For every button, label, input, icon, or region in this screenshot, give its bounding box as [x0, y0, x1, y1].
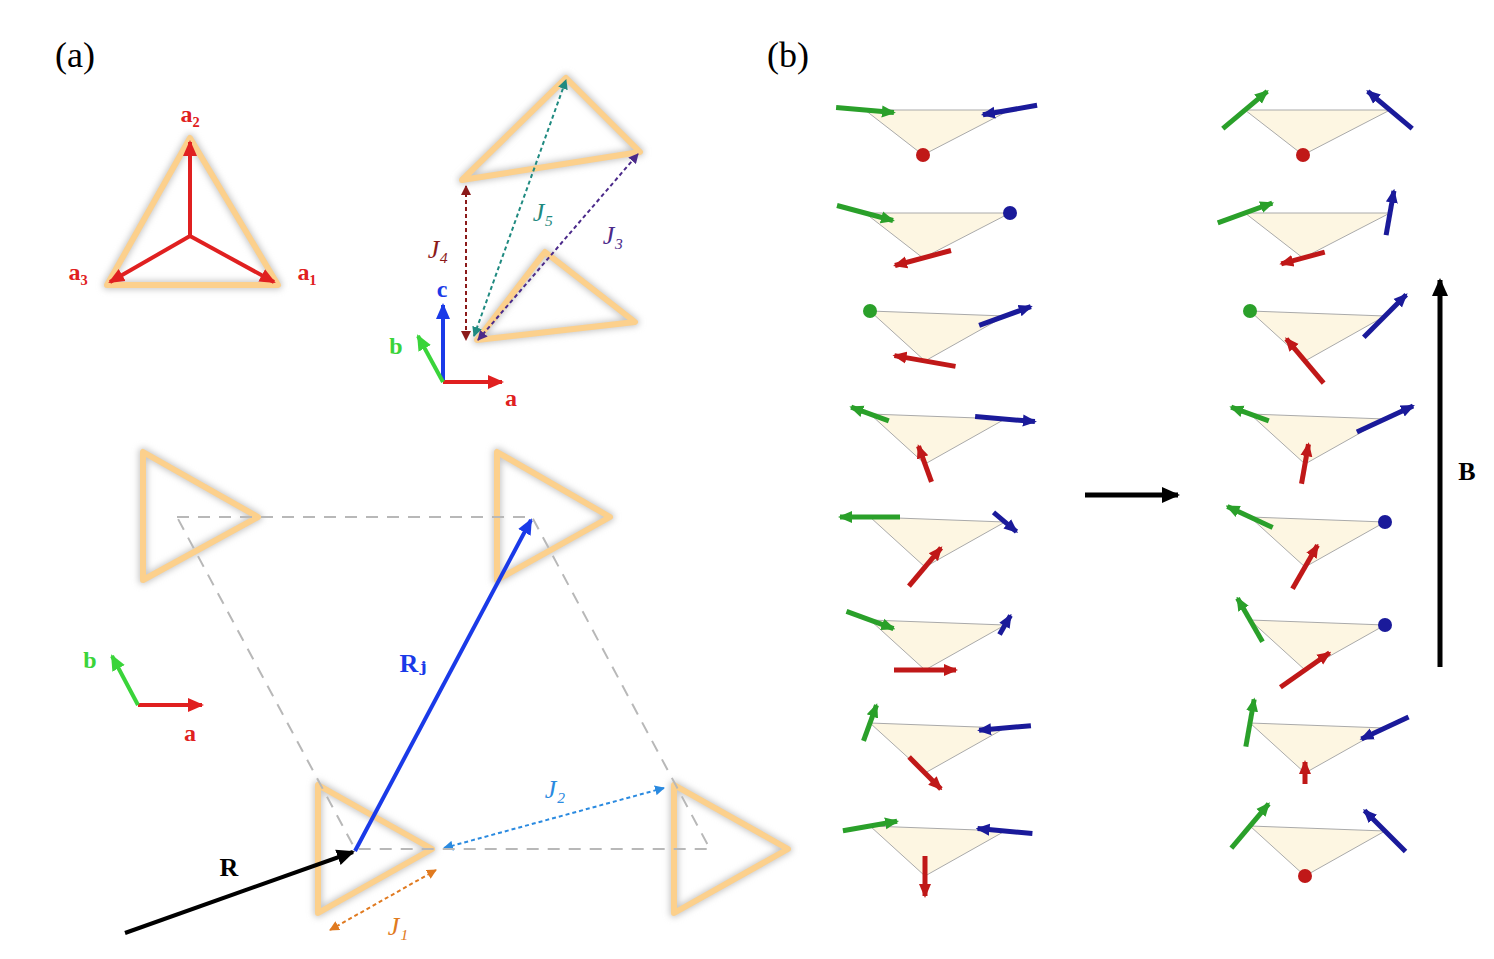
spin-triangle [870, 517, 1005, 567]
crystal-axes [112, 305, 502, 705]
spin-arrow [894, 356, 955, 367]
spin-arrow [909, 548, 941, 586]
vector-label: R [220, 855, 239, 881]
spin-arrow [1361, 717, 1408, 739]
coupling-label: J₁ [388, 914, 409, 940]
spin-arrow [1227, 506, 1272, 527]
exchange-paths [330, 80, 664, 930]
axis-label: c [437, 277, 448, 301]
axis-label: b [389, 334, 402, 358]
spin-arrow [1218, 203, 1273, 223]
axis-label: a₂ [180, 102, 199, 126]
spin-arrow [837, 205, 893, 220]
spin-arrow [847, 611, 894, 628]
vector-label: Rⱼ [400, 651, 427, 677]
spin-arrow [895, 250, 951, 265]
axis-label: b [83, 648, 96, 672]
coupling-label: J₄ [428, 237, 449, 263]
coupling-label: J₂ [545, 777, 566, 803]
spin-arrow [983, 105, 1037, 115]
spin-arrow [975, 416, 1035, 421]
spin-triangle [1250, 723, 1385, 773]
spin-arrow [1231, 804, 1268, 848]
field-arrow [1438, 280, 1443, 667]
spin-arrow [923, 856, 928, 896]
spin-arrow [1231, 407, 1269, 421]
spin-arrow [919, 446, 932, 482]
spin-triangle [870, 311, 1005, 361]
spin-arrow [1302, 444, 1309, 483]
spin-arrow [1364, 810, 1405, 851]
spin-dot [1243, 304, 1257, 318]
spin-arrow [894, 668, 956, 673]
coupling-label: J₅ [533, 200, 554, 226]
spin-arrow [1286, 339, 1323, 383]
axis-label: a₃ [68, 260, 87, 284]
spin-arrow [1303, 762, 1308, 784]
spin-arrow [1000, 615, 1011, 634]
spin-arrow [864, 705, 877, 741]
spin-arrow [840, 515, 900, 520]
local-axes [110, 142, 274, 282]
spin-triangle [870, 826, 1005, 876]
spin-dot [1378, 515, 1392, 529]
spin-triangle [1245, 213, 1390, 258]
spin-arrow [1357, 406, 1413, 432]
field-label: B [1458, 459, 1475, 485]
spin-dot [916, 148, 930, 162]
spin-arrow [1223, 91, 1267, 128]
spin-arrow [1281, 252, 1324, 264]
panel-label: (a) [55, 37, 95, 73]
spin-arrow [1368, 91, 1412, 128]
triangle-outlines [107, 78, 788, 913]
spin-arrow [994, 512, 1017, 531]
spin-dot [863, 304, 877, 318]
spin-triangle [870, 414, 1005, 464]
spin-dot [1378, 618, 1392, 632]
spin-triangle [1250, 414, 1385, 464]
spin-triangle [865, 110, 1010, 155]
axis-label: a₁ [297, 260, 316, 284]
transition-arrow [1085, 493, 1178, 498]
spin-dot [1003, 206, 1017, 220]
spin-arrow [836, 107, 894, 112]
panel-label: (b) [767, 37, 809, 73]
axis-label: a [505, 386, 517, 410]
spin-arrow [1293, 545, 1318, 588]
spin-arrow [1238, 598, 1263, 641]
spin-arrow [1386, 191, 1394, 235]
spin-arrow [979, 726, 1031, 731]
spin-arrow [979, 307, 1031, 326]
axis-label: a [184, 721, 196, 745]
spin-arrow [1246, 699, 1254, 746]
spin-dot [1296, 148, 1310, 162]
spin-arrow [843, 821, 897, 831]
spin-arrow [1364, 295, 1406, 337]
spin-arrow [909, 757, 941, 789]
position-vector [125, 852, 353, 933]
spin-triangle [1245, 110, 1390, 155]
sublattice-vector [355, 520, 531, 851]
spin-dot [1298, 869, 1312, 883]
spin-configurations [836, 91, 1413, 896]
spin-arrow [851, 407, 889, 421]
coupling-label: J₃ [603, 223, 624, 249]
spin-arrow [1280, 653, 1329, 687]
spin-arrow [978, 829, 1033, 834]
spin-triangle [1250, 826, 1385, 876]
